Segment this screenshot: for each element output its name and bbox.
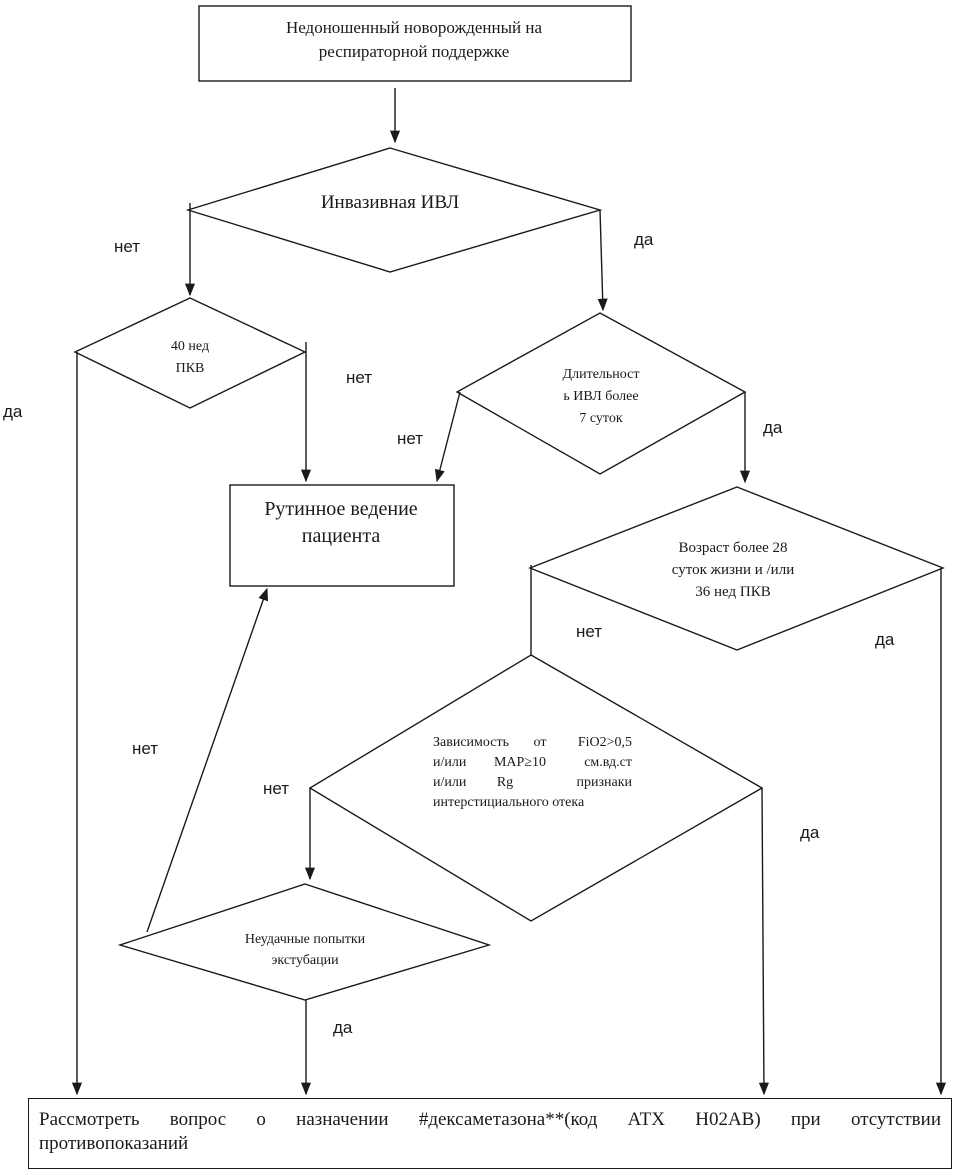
routine-text-line1: Рутинное ведение [264, 498, 417, 520]
label-invasive-yes: да [634, 230, 654, 249]
edge-duration-no [434, 391, 461, 483]
label-duration-no: нет [397, 429, 423, 448]
routine-text-line2: пациента [302, 525, 381, 547]
final-recommendation-box: Рассмотреть вопрос о назначении #дексаме… [28, 1098, 952, 1169]
extubation-diamond [117, 883, 492, 1001]
label-dependence-no: нет [263, 779, 289, 798]
edge-extubation-no [146, 587, 269, 933]
label-extubation-yes: да [333, 1018, 353, 1037]
dependence-line1-c: FiO2>0,5 [578, 735, 632, 750]
dependence-line4: интерстициального отека [433, 795, 585, 810]
edge-dependence-yes [758, 787, 769, 1096]
age-text-line3: 36 нед ПКВ [695, 584, 770, 600]
label-age-no: нет [576, 622, 602, 641]
start-text-line2: респираторной поддержке [319, 42, 510, 61]
age-text-line1: Возраст более 28 [678, 540, 787, 556]
final-text-line1: Рассмотреть вопрос о назначении #дексаме… [39, 1109, 941, 1130]
dependence-line2-a: и/или [433, 755, 467, 770]
dependence-diamond [308, 654, 764, 922]
extubation-text-line1: Неудачные попытки [245, 932, 366, 947]
label-dependence-yes: да [800, 823, 820, 842]
start-text-line1: Недоношенный новорожденный на [286, 18, 543, 37]
age-text-line2: суток жизни и /или [672, 562, 794, 578]
pma40-diamond [73, 297, 307, 409]
extubation-text-line2: экстубации [271, 953, 339, 968]
label-age-yes: да [875, 630, 895, 649]
dependence-line1-b: от [534, 735, 547, 750]
pma40-text-line1: 40 нед [171, 339, 209, 354]
edge-invasive-yes [597, 209, 608, 312]
dependence-line1-a: Зависимость [433, 735, 509, 750]
invasive-text: Инвазивная ИВЛ [321, 192, 459, 213]
invasive-diamond [185, 147, 603, 273]
duration-text-line3: 7 суток [579, 411, 622, 426]
duration-text-line1: Длительност [563, 367, 640, 382]
dependence-line3-c: признаки [576, 775, 632, 790]
start-box [198, 5, 632, 82]
label-extubation-no: нет [132, 739, 158, 758]
label-pma40-no: нет [346, 368, 372, 387]
pma40-text-line2: ПКВ [176, 361, 205, 376]
dependence-line2-b: MAP≥10 [494, 755, 546, 770]
duration-diamond [455, 312, 747, 475]
duration-text-line2: ь ИВЛ более [563, 389, 638, 404]
dependence-line3-b: Rg [497, 775, 513, 790]
age-diamond [528, 486, 945, 651]
label-duration-yes: да [763, 418, 783, 437]
dependence-line3-a: и/или [433, 775, 467, 790]
label-pma40-yes: да [3, 402, 23, 421]
label-invasive-no: нет [114, 237, 140, 256]
final-text-line2: противопоказаний [39, 1133, 189, 1154]
routine-box [229, 484, 455, 587]
dependence-line2-c: см.вд.ст [584, 755, 632, 770]
